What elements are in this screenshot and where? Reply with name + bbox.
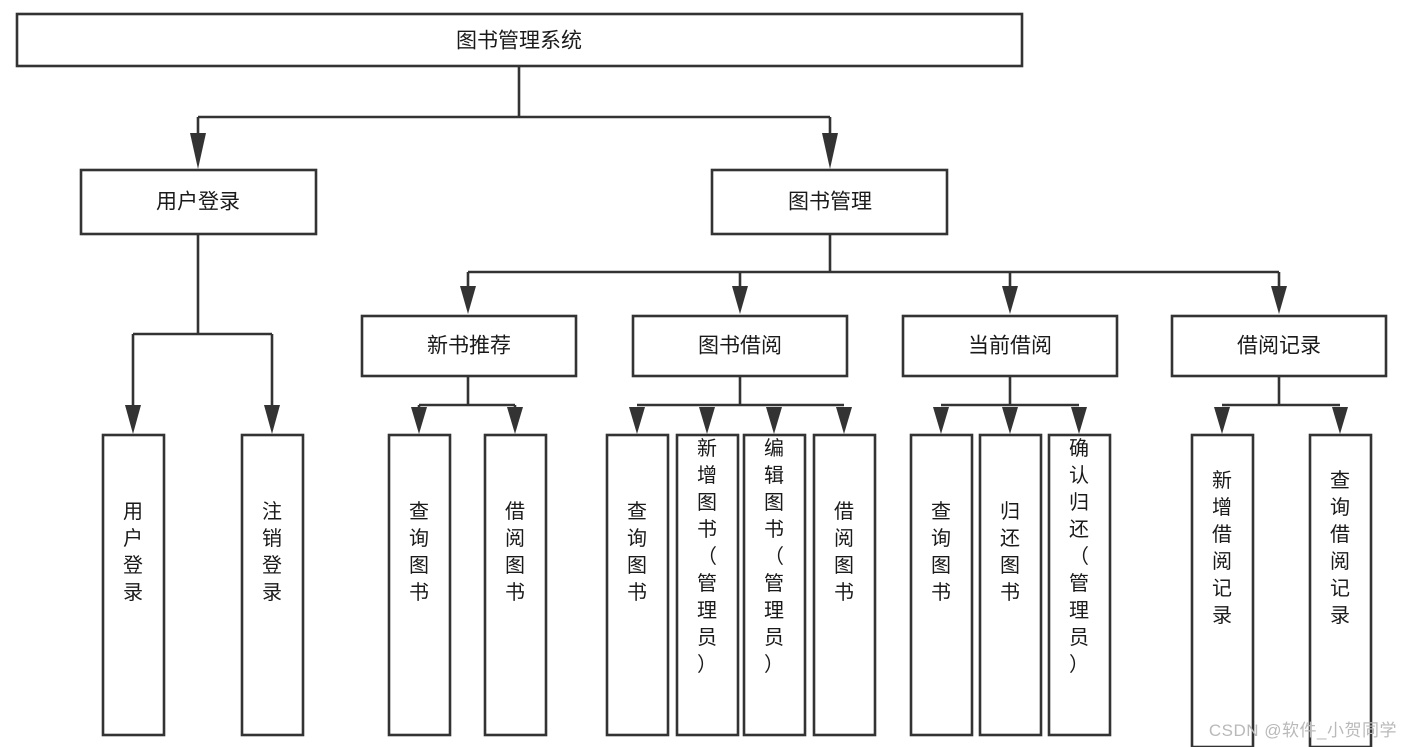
node-box[interactable] (909, 433, 974, 737)
node-label: 借阅记录 (1237, 335, 1321, 358)
node-box[interactable] (15, 12, 1024, 68)
node-box[interactable] (1190, 433, 1255, 747)
arrow-head-icon (460, 286, 476, 314)
connector-borrowrecord-to-leaves (1214, 376, 1348, 434)
arrow-head-icon (411, 407, 427, 434)
node-label: 新书推荐 (427, 335, 511, 358)
node-label: 归还图书 (1000, 500, 1020, 604)
node-box[interactable] (360, 314, 578, 378)
connector-newbookrec-to-leaves (411, 376, 523, 434)
connector-root-to-level2 (190, 66, 838, 169)
node-leaf-user-login[interactable]: 用户登录 (101, 433, 166, 737)
arrow-head-icon (836, 407, 852, 434)
node-box[interactable] (631, 314, 849, 378)
node-root[interactable]: 图书管理系统 (15, 12, 1024, 68)
node-book-manage[interactable]: 图书管理 (710, 168, 949, 236)
node-label: 查询借阅记录 (1330, 469, 1350, 627)
arrow-head-icon (125, 405, 141, 434)
node-label: 新增图书（管理员） (697, 437, 717, 676)
connector-bookborrow-to-leaves (629, 376, 852, 434)
arrow-head-icon (1214, 407, 1230, 434)
node-label: 查询图书 (409, 500, 429, 604)
arrow-head-icon (1071, 407, 1087, 434)
node-box[interactable] (978, 433, 1043, 737)
arrow-head-icon (933, 407, 949, 434)
node-label: 用户登录 (123, 501, 143, 604)
node-leaf-query-book-1[interactable]: 查询图书 (387, 433, 452, 737)
node-label: 编辑图书（管理员） (764, 437, 784, 676)
node-borrow-record[interactable]: 借阅记录 (1170, 314, 1388, 378)
arrow-head-icon (507, 407, 523, 434)
arrow-head-icon (699, 407, 715, 434)
node-label: 用户登录 (156, 191, 240, 214)
node-leaf-query-book-3[interactable]: 查询图书 (909, 433, 974, 737)
node-user-login[interactable]: 用户登录 (79, 168, 318, 236)
node-leaf-query-book-2[interactable]: 查询图书 (605, 433, 670, 737)
node-label: 查询图书 (627, 500, 647, 604)
node-box[interactable] (1170, 314, 1388, 378)
node-box[interactable] (1308, 433, 1373, 747)
node-box[interactable] (483, 433, 548, 737)
arrow-head-icon (190, 133, 206, 169)
node-book-borrow[interactable]: 图书借阅 (631, 314, 849, 378)
node-leaf-edit-book[interactable]: 编辑图书（管理员） (742, 433, 807, 737)
node-label: 新增借阅记录 (1212, 469, 1232, 627)
node-leaf-query-record[interactable]: 查询借阅记录 (1308, 433, 1373, 747)
node-box[interactable] (79, 168, 318, 236)
node-box[interactable] (240, 433, 305, 737)
node-leaf-borrow-book-1[interactable]: 借阅图书 (483, 433, 548, 737)
arrow-head-icon (1002, 286, 1018, 314)
arrow-head-icon (1271, 286, 1287, 314)
node-leaf-add-record[interactable]: 新增借阅记录 (1190, 433, 1255, 747)
node-leaf-borrow-book-2[interactable]: 借阅图书 (812, 433, 877, 737)
arrow-head-icon (629, 407, 645, 434)
node-label: 借阅图书 (834, 500, 854, 604)
node-new-book-rec[interactable]: 新书推荐 (360, 314, 578, 378)
node-box[interactable] (742, 433, 807, 737)
node-box[interactable] (101, 433, 166, 737)
node-box[interactable] (675, 433, 740, 737)
arrow-head-icon (732, 286, 748, 314)
node-box[interactable] (1047, 433, 1112, 737)
connector-currentborrow-to-leaves (933, 376, 1087, 434)
node-label: 图书借阅 (698, 335, 782, 358)
node-leaf-user-logout[interactable]: 注销登录 (240, 433, 305, 737)
node-label: 注销登录 (262, 500, 282, 604)
arrow-head-icon (1332, 407, 1348, 434)
node-label: 当前借阅 (968, 335, 1052, 358)
node-leaf-return-book[interactable]: 归还图书 (978, 433, 1043, 737)
node-box[interactable] (710, 168, 949, 236)
node-leaf-add-book[interactable]: 新增图书（管理员） (675, 433, 740, 737)
node-box[interactable] (387, 433, 452, 737)
node-box[interactable] (605, 433, 670, 737)
arrow-head-icon (822, 133, 838, 169)
node-label: 查询图书 (931, 500, 951, 604)
node-label: 图书管理系统 (456, 30, 582, 53)
connector-bookmanage-to-level3 (460, 234, 1287, 314)
node-box[interactable] (812, 433, 877, 737)
node-current-borrow[interactable]: 当前借阅 (901, 314, 1119, 378)
node-label: 图书管理 (788, 191, 872, 214)
node-box[interactable] (901, 314, 1119, 378)
connector-userlogin-to-leaves (125, 234, 280, 434)
node-leaf-confirm-return[interactable]: 确认归还（管理员） (1047, 433, 1112, 737)
arrow-head-icon (766, 407, 782, 434)
node-label: 借阅图书 (505, 500, 525, 604)
arrow-head-icon (1002, 407, 1018, 434)
node-label: 确认归还（管理员） (1069, 437, 1089, 676)
arrow-head-icon (264, 405, 280, 434)
